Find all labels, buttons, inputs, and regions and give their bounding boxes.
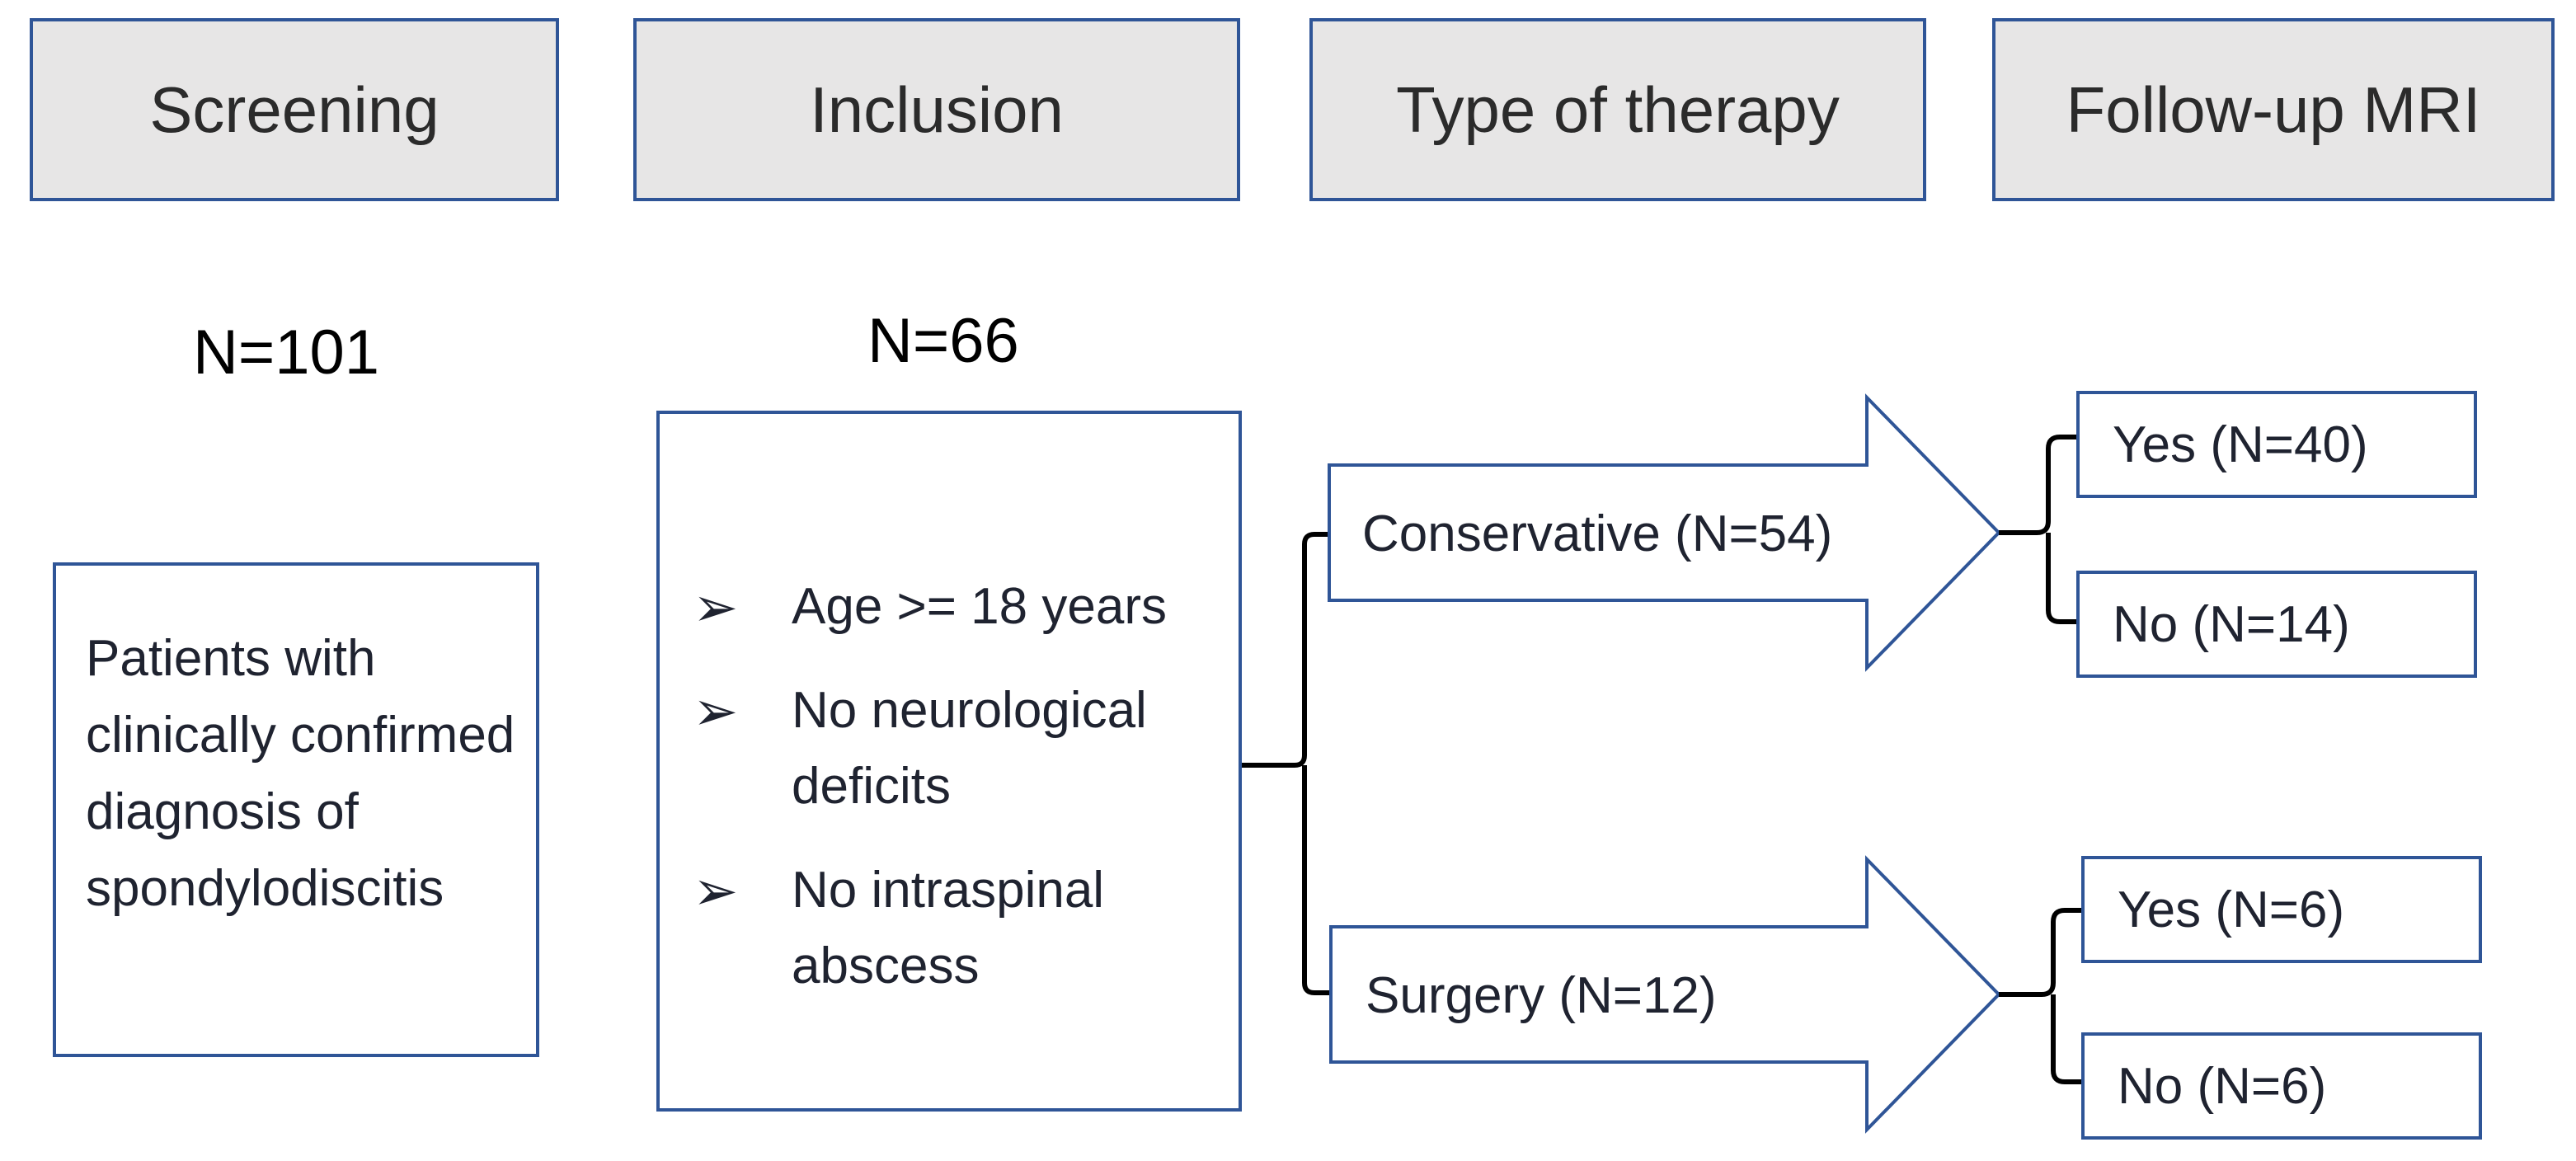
- conservative-label: Conservative (N=54): [1362, 505, 1833, 562]
- followup-surgery-yes-box: Yes (N=6): [2081, 856, 2482, 963]
- screening-box: [53, 562, 539, 1057]
- header-screening: Screening: [30, 18, 559, 201]
- followup-conservative-no-box: No (N=14): [2076, 571, 2477, 678]
- conservative-arrow-shape: [1328, 393, 2001, 672]
- bracket-conservative-to-followup: [1999, 435, 2078, 624]
- header-type-of-therapy: Type of therapy: [1309, 18, 1926, 201]
- header-follow-up-mri: Follow-up MRI: [1992, 18, 2555, 201]
- inclusion-criteria-list: ➢ Age >= 18 years ➢ No neurological defi…: [693, 569, 1220, 1032]
- criterion-age: ➢ Age >= 18 years: [693, 569, 1220, 645]
- screening-description: Patients with clinically confirmed diagn…: [86, 630, 515, 917]
- followup-surgery-no-box: No (N=6): [2081, 1032, 2482, 1140]
- criterion-neurological: ➢ No neurological deficits: [693, 673, 1220, 825]
- criterion-text: No intraspinal abscess: [792, 862, 1105, 994]
- bullet-arrow-icon: ➢: [693, 680, 739, 741]
- followup-label: Yes (N=40): [2113, 416, 2368, 473]
- followup-label: No (N=14): [2113, 595, 2350, 653]
- header-inclusion: Inclusion: [633, 18, 1240, 201]
- bracket-surgery-to-followup: [1999, 908, 2083, 1084]
- surgery-arrow-shape: [1329, 855, 2001, 1134]
- bullet-arrow-icon: ➢: [693, 576, 739, 637]
- criterion-text: Age >= 18 years: [792, 578, 1167, 635]
- inclusion-count: N=66: [867, 306, 1019, 376]
- surgery-label: Surgery (N=12): [1366, 967, 1717, 1024]
- bullet-arrow-icon: ➢: [693, 860, 739, 921]
- followup-label: Yes (N=6): [2118, 881, 2345, 938]
- followup-conservative-yes-box: Yes (N=40): [2076, 391, 2477, 498]
- followup-label: No (N=6): [2118, 1057, 2327, 1115]
- criterion-abscess: ➢ No intraspinal abscess: [693, 853, 1220, 1004]
- inclusion-box: [656, 411, 1242, 1112]
- screening-count: N=101: [193, 317, 380, 388]
- bracket-inclusion-to-therapy: [1242, 532, 1329, 995]
- criterion-text: No neurological deficits: [792, 682, 1147, 815]
